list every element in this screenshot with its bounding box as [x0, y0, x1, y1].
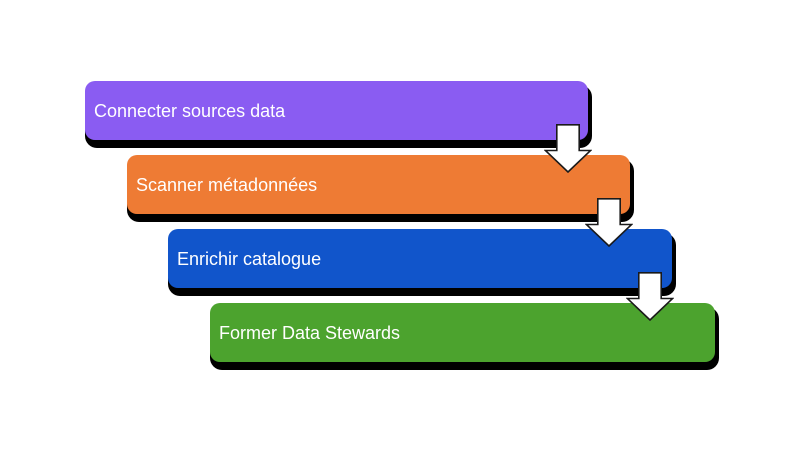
step-label: Scanner métadonnées [136, 174, 318, 195]
down-arrow-icon [544, 124, 592, 173]
step-former-data-stewards: Former Data Stewards [210, 303, 715, 362]
down-arrow-shape [585, 198, 633, 247]
step-enrichir-catalogue: Enrichir catalogue [168, 229, 672, 288]
step-connecter-sources-data: Connecter sources data [85, 81, 588, 140]
down-arrow-icon [585, 198, 633, 247]
down-arrow-shape [544, 124, 592, 173]
step-scanner-metadonnees: Scanner métadonnées [127, 155, 630, 214]
step-label: Connecter sources data [94, 100, 286, 121]
step-label: Enrichir catalogue [177, 248, 322, 269]
step-label: Former Data Stewards [219, 322, 401, 343]
down-arrow-shape [626, 272, 674, 321]
down-arrow-icon [626, 272, 674, 321]
